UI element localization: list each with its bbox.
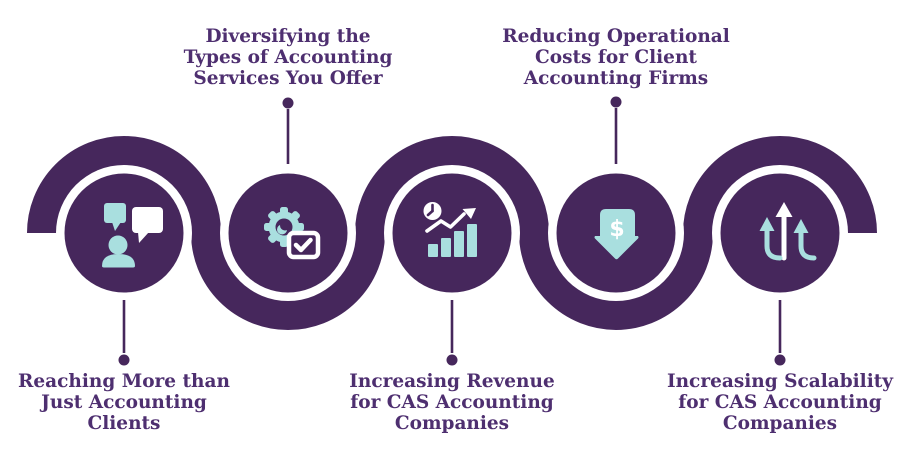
connector-dot bbox=[446, 354, 458, 366]
step-label-increasing-scalability: Increasing Scalability for CAS Accountin… bbox=[660, 371, 900, 434]
label-line: for CAS Accounting bbox=[350, 392, 554, 413]
gear-with-checklist-icon bbox=[264, 207, 321, 260]
label-line: Increasing Scalability bbox=[666, 371, 894, 392]
label-line: Costs for Client bbox=[535, 47, 697, 68]
step-circle-1 bbox=[64, 173, 184, 293]
label-line: Types of Accounting bbox=[183, 47, 393, 68]
step-circle-3 bbox=[392, 173, 512, 293]
dollar-sign: $ bbox=[609, 217, 624, 242]
person-with-speech-bubbles-icon bbox=[102, 203, 163, 268]
label-line: Companies bbox=[394, 413, 510, 434]
label-line: for CAS Accounting bbox=[678, 392, 882, 413]
label-line: Increasing Revenue bbox=[349, 371, 555, 392]
label-line: Diversifying the bbox=[205, 26, 371, 47]
connector-dot bbox=[774, 354, 786, 366]
label-line: Reaching More than bbox=[18, 371, 230, 392]
connector-dots bbox=[118, 96, 786, 366]
dollar-down-arrow-icon: $ bbox=[594, 209, 639, 260]
step-label-reducing-operational-costs: Reducing Operational Costs for Client Ac… bbox=[496, 26, 736, 89]
connectors bbox=[122, 108, 782, 353]
step-label-diversifying-services: Diversifying the Types of Accounting Ser… bbox=[168, 26, 408, 89]
label-line: Services You Offer bbox=[193, 68, 383, 89]
growth-chart-with-clock-icon bbox=[423, 202, 477, 257]
connector-dot bbox=[118, 354, 130, 366]
connector-dot bbox=[282, 97, 294, 109]
wave-ribbon bbox=[27, 136, 877, 330]
label-line: Accounting Firms bbox=[523, 68, 709, 89]
connector-dot bbox=[610, 96, 622, 108]
step-label-reaching-more-clients: Reaching More than Just Accounting Clien… bbox=[4, 371, 244, 434]
step-circle-5 bbox=[720, 173, 840, 293]
label-line: Companies bbox=[722, 413, 838, 434]
label-line: Reducing Operational bbox=[502, 26, 730, 47]
label-line: Just Accounting bbox=[41, 392, 207, 413]
step-label-increasing-revenue: Increasing Revenue for CAS Accounting Co… bbox=[332, 371, 572, 434]
upward-growth-arrows-icon bbox=[759, 202, 817, 261]
label-line: Clients bbox=[87, 413, 161, 434]
